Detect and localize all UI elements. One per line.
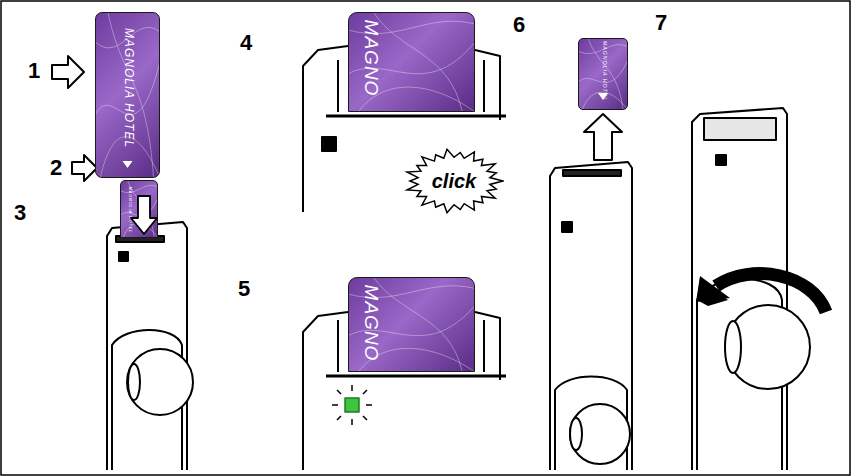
- door-knob: [127, 349, 193, 415]
- indicator-light: [322, 137, 336, 151]
- sound-word: click: [432, 170, 476, 193]
- card-brand-text: MAGNO: [361, 20, 380, 97]
- push-arrow: [131, 196, 157, 234]
- card-brand-text: MAGNOLIA HOTEL: [601, 41, 606, 101]
- step-number: 1: [28, 60, 40, 82]
- key-card: MAGNO: [348, 12, 475, 112]
- insert-direction-mark: [122, 161, 132, 168]
- step-number: 4: [240, 32, 252, 54]
- knob-lever: [725, 321, 741, 373]
- green-light: [345, 398, 359, 412]
- insert-arrow: [52, 56, 84, 88]
- key-card: MAGNOLIA HOTEL: [120, 180, 158, 238]
- swirl-line: [108, 12, 154, 178]
- key-card: MAGNOLIA HOTEL: [578, 38, 628, 110]
- lock-panel: [550, 162, 632, 470]
- card-brand-text: MAGNOLIA HOTEL: [128, 187, 132, 234]
- indicator-light: [562, 222, 572, 232]
- remove-arrow: [584, 114, 622, 160]
- slot-lip: [326, 115, 506, 118]
- direction-arrow: [72, 155, 97, 181]
- key-card: MAGNO: [348, 277, 475, 372]
- key-card: MAGNOLIA HOTEL: [95, 12, 160, 178]
- light-rays: [332, 385, 372, 425]
- swirl-line: [127, 180, 154, 238]
- step-number: 2: [50, 157, 62, 179]
- slot-lip: [326, 375, 506, 378]
- knob-lever: [570, 418, 582, 450]
- lock-panel: [107, 222, 187, 470]
- turn-arrow: [716, 274, 826, 312]
- door-knob: [570, 404, 630, 464]
- indicator-light: [716, 155, 726, 165]
- door-knob: [726, 305, 810, 389]
- step-number: 7: [655, 12, 667, 34]
- card-swirl: [120, 180, 158, 238]
- card-brand-text: MAGNO: [361, 284, 380, 361]
- step-number: 3: [14, 202, 26, 224]
- swirl-line: [588, 38, 623, 110]
- card-brand-text: MAGNOLIA HOTEL: [123, 28, 135, 148]
- swirl-line: [120, 185, 158, 192]
- card-slot: [563, 170, 621, 176]
- step-number: 5: [238, 278, 250, 300]
- indicator-light: [119, 252, 128, 261]
- card-slot: [704, 118, 776, 140]
- knob-lever: [128, 364, 140, 400]
- starburst: [407, 149, 503, 212]
- swirl-line: [373, 12, 462, 112]
- click-burst: click: [404, 148, 504, 214]
- lock-panel: [692, 108, 787, 470]
- turn-arrow-head: [696, 276, 730, 302]
- swirl-line: [373, 277, 462, 372]
- step-number: 6: [513, 14, 525, 36]
